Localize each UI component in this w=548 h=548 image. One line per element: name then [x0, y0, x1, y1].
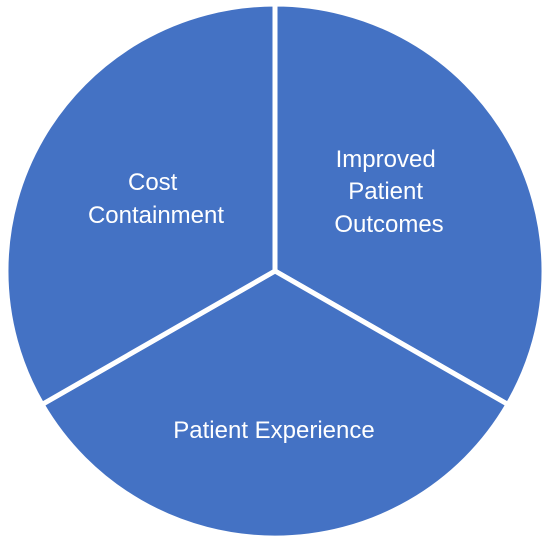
- label-improved-patient-outcomes: Improved Patient Outcomes: [334, 146, 443, 238]
- segment-cost-containment: [3, 1, 278, 408]
- segment-improved-patient-outcomes: [272, 1, 547, 408]
- label-line: Patient Experience: [173, 417, 374, 444]
- label-line: Outcomes: [334, 211, 443, 238]
- label-line: Improved: [336, 146, 436, 173]
- label-patient-experience: Patient Experience: [173, 417, 374, 444]
- label-cost-containment: Cost Containment: [88, 169, 224, 229]
- label-line: Patient: [348, 178, 423, 205]
- label-line: Containment: [88, 202, 224, 229]
- label-line: Cost: [128, 169, 178, 196]
